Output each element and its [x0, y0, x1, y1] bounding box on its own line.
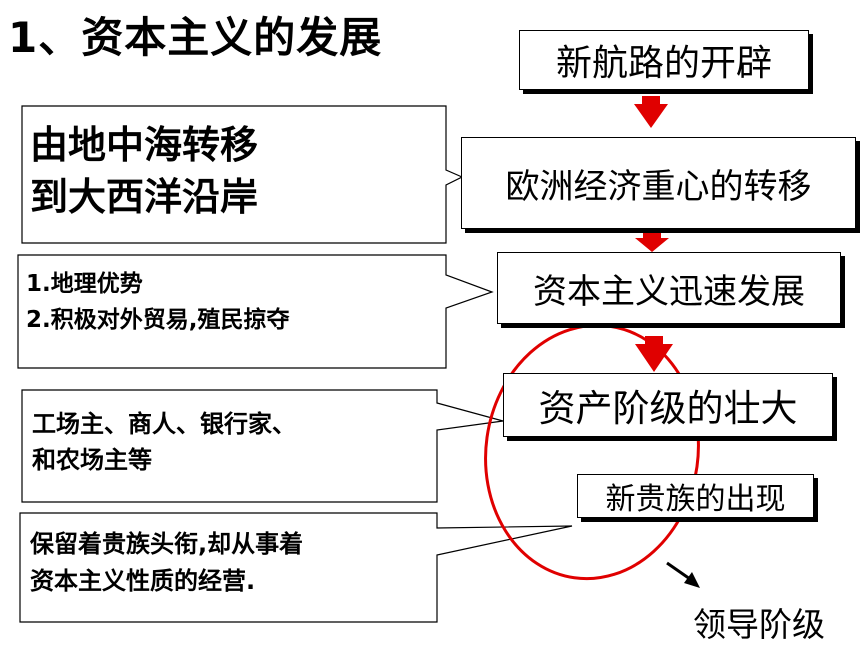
- flow-step-economic-shift: 欧洲经济重心的转移: [461, 137, 856, 229]
- flow-step-capitalism-growth: 资本主义迅速发展: [497, 252, 841, 324]
- callout-reasons-line1: 1.地理优势: [26, 271, 143, 297]
- callout-bourgeoisie-shape: [21, 389, 504, 503]
- flow-step-new-routes: 新航路的开辟: [519, 30, 809, 90]
- callout-reasons-line2: 2.积极对外贸易,殖民掠夺: [26, 307, 290, 333]
- down-arrow-2: [635, 230, 669, 252]
- down-arrow-3: [635, 336, 673, 372]
- callout-bourgeoisie-line1: 工场主、商人、银行家、: [32, 410, 296, 438]
- page-title: 1、资本主义的发展: [8, 13, 383, 62]
- result-arrow-head: [684, 572, 700, 588]
- callout-nobility-shape: [19, 512, 573, 623]
- down-arrow-1: [634, 96, 668, 128]
- callout-shift-line1: 由地中海转移: [30, 123, 259, 167]
- result-arrow-line: [666, 561, 691, 581]
- result-label: 领导阶级: [693, 605, 825, 644]
- callout-nobility-line2: 资本主义性质的经营.: [30, 567, 256, 595]
- callout-shift-shape: [21, 105, 464, 244]
- flow-step-new-nobility: 新贵族的出现: [577, 474, 814, 518]
- callout-shift-line2: 到大西洋沿岸: [30, 175, 259, 219]
- callout-reasons-shape: [17, 254, 494, 369]
- callout-nobility-line1: 保留着贵族头衔,却从事着: [30, 530, 304, 558]
- callout-bourgeoisie-line2: 和农场主等: [32, 446, 152, 474]
- highlight-ellipse: [484, 323, 700, 581]
- flow-step-bourgeoisie-rise: 资产阶级的壮大: [503, 373, 833, 437]
